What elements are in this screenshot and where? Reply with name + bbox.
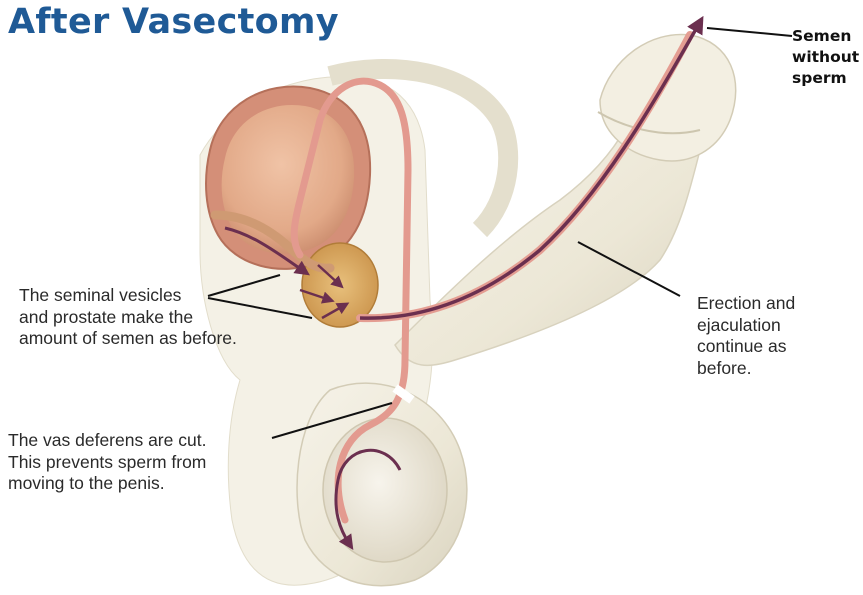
label-line: sperm: [792, 68, 859, 89]
label-line: Semen: [792, 26, 859, 47]
label-seminal-vesicles: The seminal vesicles and prostate make t…: [19, 285, 237, 350]
label-line: continue as: [697, 336, 795, 358]
label-line: moving to the penis.: [8, 473, 206, 495]
label-line: and prostate make the: [19, 307, 237, 329]
glans: [600, 34, 736, 160]
label-line: Erection and: [697, 293, 795, 315]
label-line: amount of semen as before.: [19, 328, 237, 350]
label-line: without: [792, 47, 859, 68]
label-line: This prevents sperm from: [8, 452, 206, 474]
label-line: The seminal vesicles: [19, 285, 237, 307]
label-line: The vas deferens are cut.: [8, 430, 206, 452]
label-line: ejaculation: [697, 315, 795, 337]
label-erection: Erection and ejaculation continue as bef…: [697, 293, 795, 379]
leader-line-semen: [707, 28, 792, 36]
label-semen-without-sperm: Semen without sperm: [792, 26, 859, 89]
bladder: [222, 105, 355, 254]
page-title: After Vasectomy: [8, 2, 339, 42]
label-line: before.: [697, 358, 795, 380]
label-vas-deferens: The vas deferens are cut. This prevents …: [8, 430, 206, 495]
